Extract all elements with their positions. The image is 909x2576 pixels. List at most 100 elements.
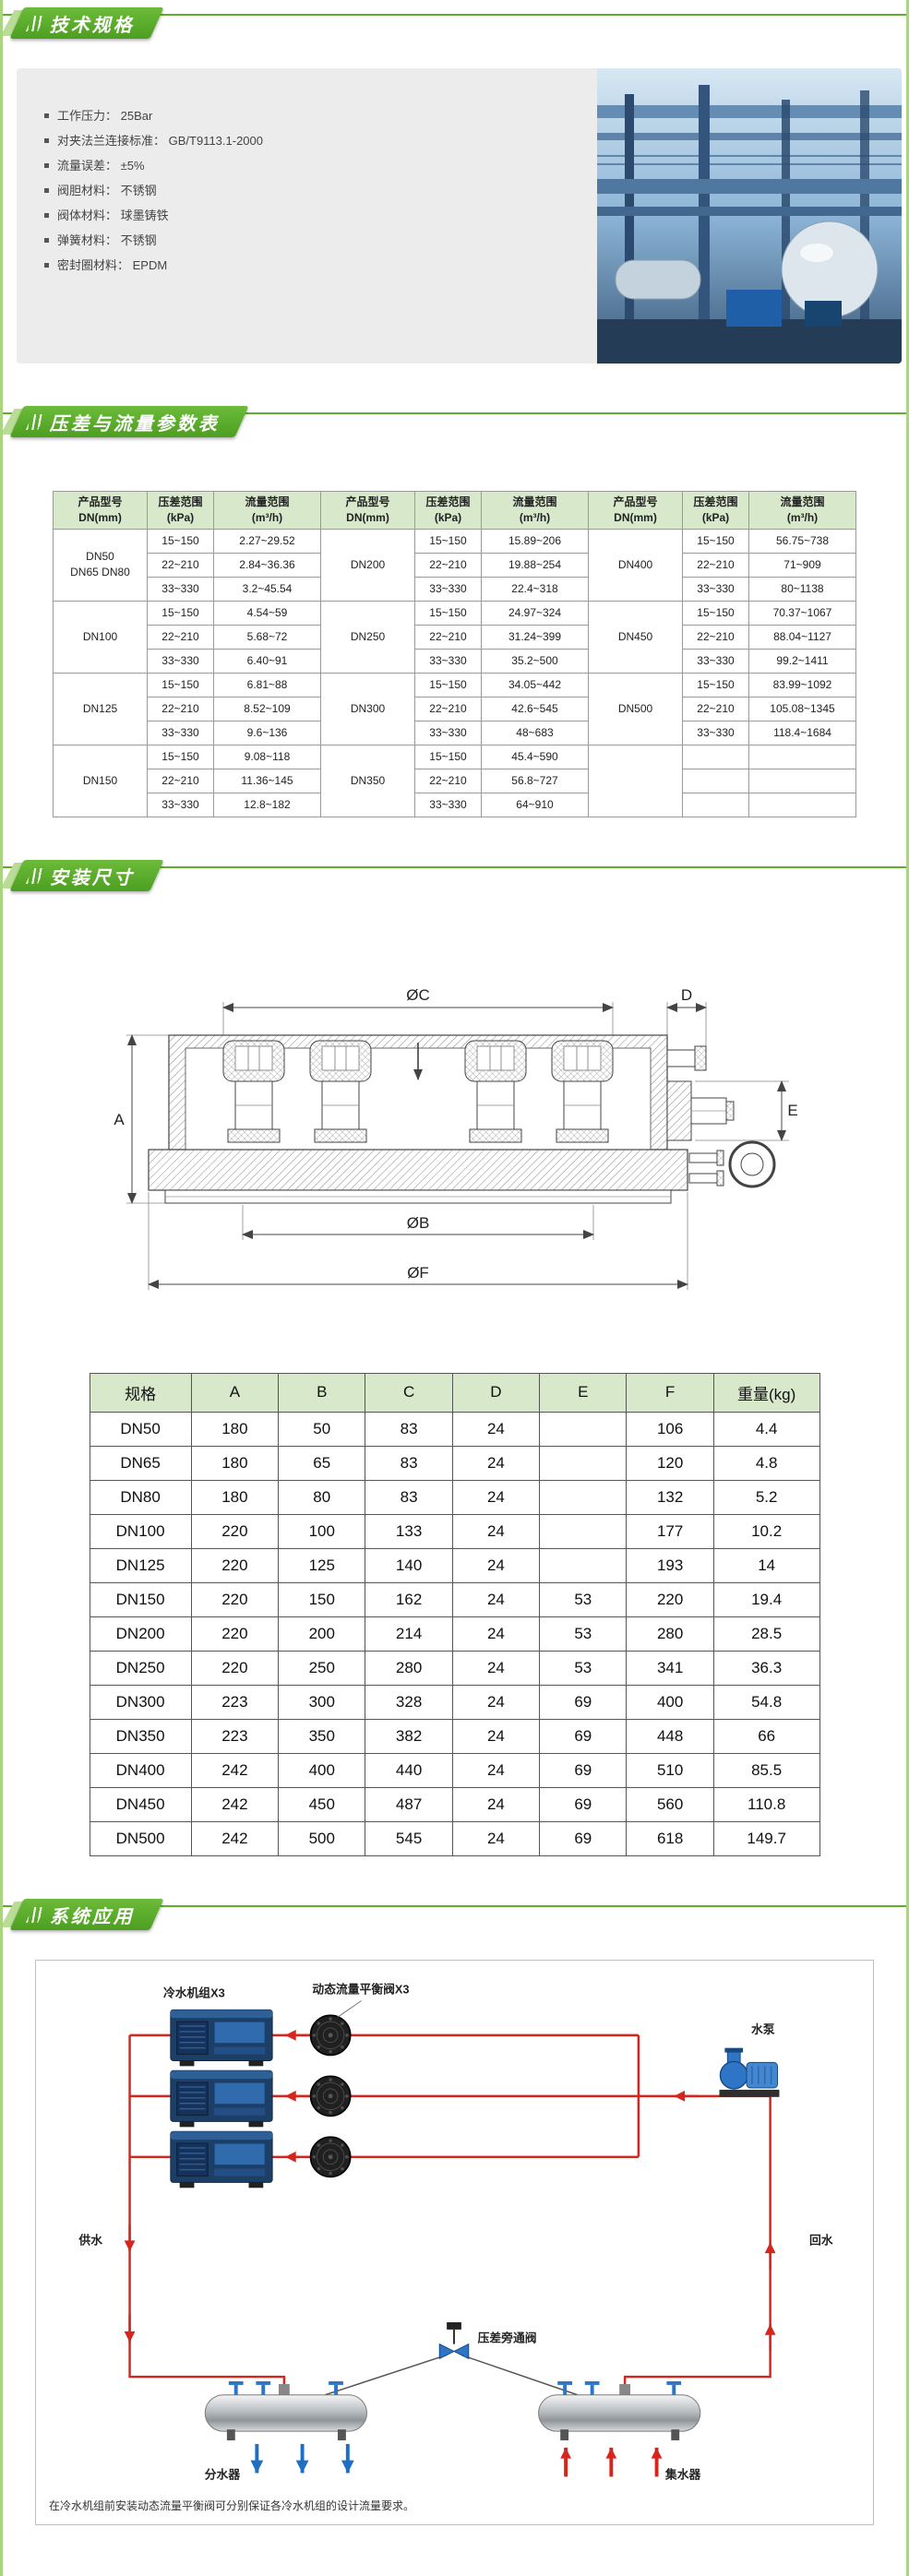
dims-value-cell: 5.2 — [712, 1479, 820, 1515]
param-col-header-model: 产品型号 DN(mm) — [320, 491, 415, 530]
param-pressure-cell — [682, 768, 749, 793]
distributor-manifold — [204, 2380, 367, 2440]
dims-value-cell: 328 — [365, 1684, 453, 1720]
dims-model-cell: DN200 — [89, 1616, 192, 1652]
dims-value-cell: 150 — [278, 1581, 366, 1617]
spec-item: 弹簧材料： 不锈钢 — [44, 228, 570, 253]
param-pressure-cell: 15~150 — [682, 600, 749, 626]
system-diagram-panel: 冷水机组X3 动态流量平衡阀X3 水泵 供水 回水 压差旁通阀 分水器 集水器 … — [35, 1959, 874, 2525]
section-title-system: 系统应用 — [50, 1906, 135, 1927]
banner-stripes-icon — [26, 1906, 45, 1923]
dims-value-cell: 69 — [539, 1752, 628, 1788]
dims-value-cell: 242 — [190, 1752, 280, 1788]
dims-model-cell: DN250 — [89, 1650, 192, 1686]
param-pressure-cell: 22~210 — [682, 624, 749, 650]
param-flow-cell: 70.37~1067 — [748, 600, 856, 626]
param-pressure-cell: 15~150 — [147, 672, 214, 698]
supply-arrows — [250, 2443, 354, 2474]
param-pressure-cell: 33~330 — [682, 720, 749, 745]
param-flow-cell: 6.40~91 — [213, 648, 321, 674]
param-flow-cell: 9.08~118 — [213, 744, 321, 769]
dims-value-cell: 4.4 — [712, 1411, 820, 1447]
dims-value-cell: 24 — [451, 1684, 541, 1720]
param-flow-cell: 8.52~109 — [213, 696, 321, 722]
param-model-cell: DN400 — [588, 528, 683, 602]
dims-value-cell: 69 — [539, 1684, 628, 1720]
param-flow-cell: 80~1138 — [748, 576, 856, 602]
dims-value-cell: 24 — [451, 1547, 541, 1583]
dims-value-cell: 24 — [451, 1718, 541, 1754]
dims-model-cell: DN125 — [89, 1547, 192, 1583]
dims-value-cell: 24 — [451, 1820, 541, 1856]
param-pressure-cell: 33~330 — [682, 576, 749, 602]
dims-value-cell: 220 — [190, 1650, 280, 1686]
dims-value-cell — [539, 1547, 628, 1583]
dims-value-cell: 24 — [451, 1445, 541, 1481]
footer-note: 在冷水机组前安装动态流量平衡阀可分别保证各冷水机组的设计流量要求。 — [49, 2498, 415, 2512]
banner-line — [0, 412, 909, 414]
return-label: 回水 — [809, 2233, 833, 2247]
dims-value-cell: 193 — [626, 1547, 714, 1583]
dims-value-cell: 50 — [278, 1411, 366, 1447]
param-pressure-cell: 22~210 — [147, 624, 214, 650]
param-pressure-cell: 33~330 — [414, 648, 482, 674]
dims-value-cell: 133 — [365, 1513, 453, 1549]
dims-value-cell: 162 — [365, 1581, 453, 1617]
dims-value-cell: 10.2 — [712, 1513, 820, 1549]
dims-value-cell: 223 — [190, 1718, 280, 1754]
dims-value-cell: 280 — [365, 1650, 453, 1686]
collector-manifold — [538, 2380, 701, 2440]
dim-label-e: E — [787, 1102, 797, 1119]
param-flow-cell: 71~909 — [748, 552, 856, 578]
spec-item: 流量误差： ±5% — [44, 153, 570, 178]
banner-stripes-icon — [26, 413, 45, 430]
param-col-header-flow: 流量范围 (m³/h) — [748, 491, 856, 530]
dims-value-cell: 177 — [626, 1513, 714, 1549]
param-flow-cell: 2.84~36.36 — [213, 552, 321, 578]
dims-value-cell: 220 — [190, 1513, 280, 1549]
spec-list: 工作压力： 25Bar 对夹法兰连接标准： GB/T9113.1-2000 流量… — [17, 68, 570, 278]
dims-value-cell: 350 — [278, 1718, 366, 1754]
dims-value-cell: 83 — [365, 1445, 453, 1481]
dims-value-cell: 53 — [539, 1616, 628, 1652]
param-flow-cell: 42.6~545 — [481, 696, 589, 722]
dims-col-header: C — [365, 1372, 453, 1413]
param-pressure-cell: 33~330 — [414, 576, 482, 602]
param-pressure-cell: 33~330 — [147, 576, 214, 602]
param-pressure-cell: 22~210 — [682, 696, 749, 722]
dims-value-cell: 487 — [365, 1786, 453, 1822]
dims-value-cell: 19.4 — [712, 1581, 820, 1617]
param-model-cell: DN100 — [53, 600, 148, 674]
param-model-cell: DN450 — [588, 600, 683, 674]
dims-value-cell: 545 — [365, 1820, 453, 1856]
dims-value-cell: 341 — [626, 1650, 714, 1686]
param-flow-cell — [748, 768, 856, 793]
dims-col-header: E — [539, 1372, 628, 1413]
param-pressure-cell: 15~150 — [147, 744, 214, 769]
dims-col-header: A — [190, 1372, 280, 1413]
tech-specs-panel: 工作压力： 25Bar 对夹法兰连接标准： GB/T9113.1-2000 流量… — [17, 68, 902, 364]
param-pressure-cell: 15~150 — [414, 600, 482, 626]
dims-value-cell: 24 — [451, 1581, 541, 1617]
dims-model-cell: DN300 — [89, 1684, 192, 1720]
dims-value-cell: 132 — [626, 1479, 714, 1515]
param-pressure-cell: 22~210 — [147, 696, 214, 722]
supply-label: 供水 — [78, 2233, 102, 2247]
param-col-header-pressure: 压差范围 (kPa) — [414, 491, 482, 530]
balancing-valve — [309, 2136, 352, 2177]
section-banner-tech: 技术规格 — [0, 7, 909, 42]
param-table: 产品型号 DN(mm)压差范围 (kPa)流量范围 (m³/h)产品型号 DN(… — [53, 491, 856, 817]
dims-value-cell: 180 — [190, 1445, 280, 1481]
dims-value-cell: 618 — [626, 1820, 714, 1856]
dims-col-header: F — [626, 1372, 714, 1413]
